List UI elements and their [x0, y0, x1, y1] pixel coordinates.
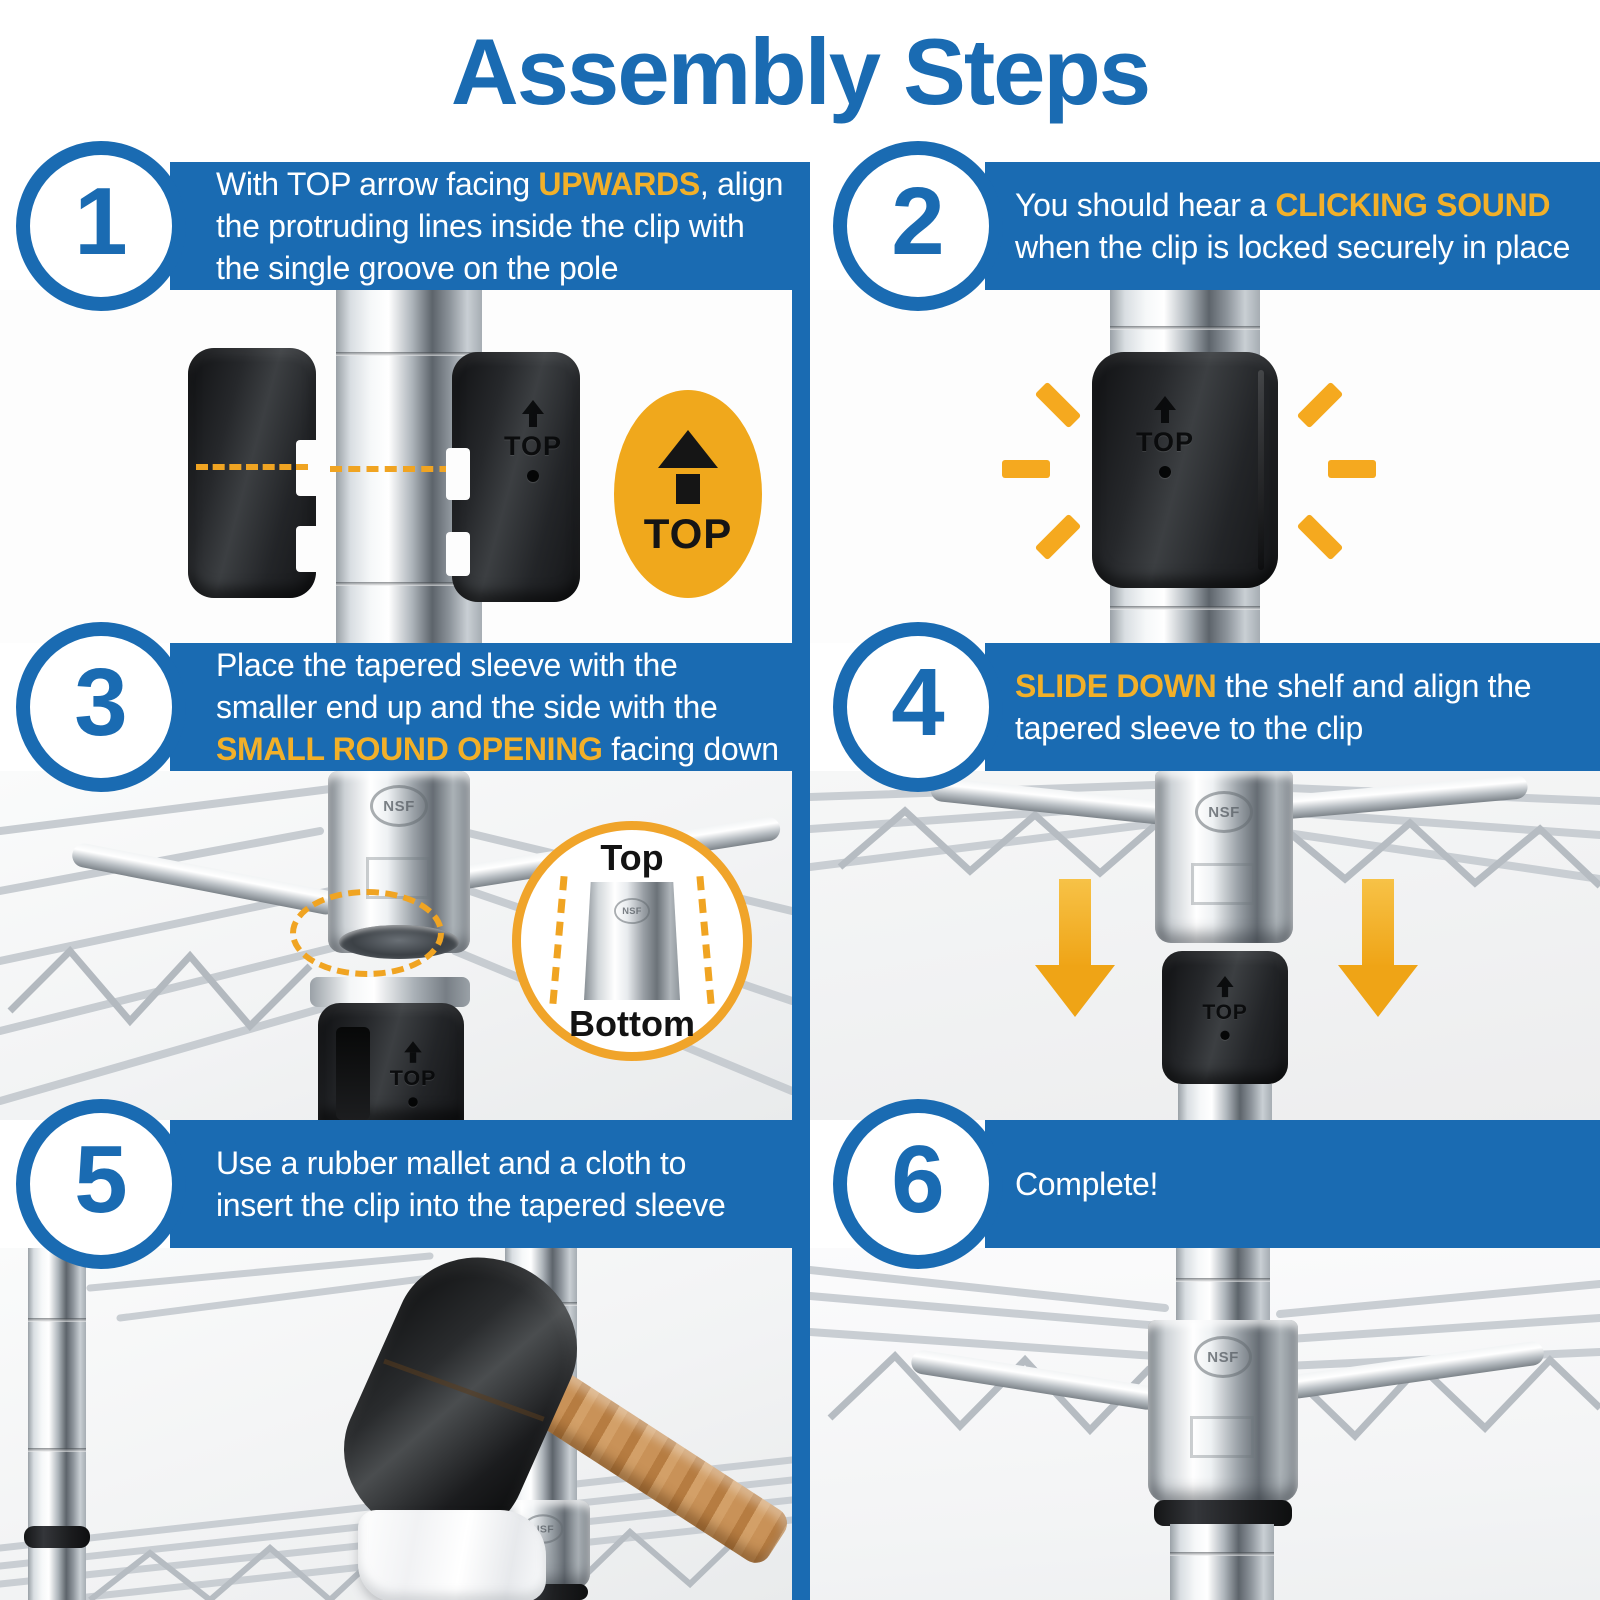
step2-photo: TOP	[810, 290, 1600, 643]
step5-photo: NSF	[0, 1248, 792, 1600]
step1-photo: TOP TOP	[0, 290, 792, 643]
clip-top-marking: TOP	[1136, 396, 1194, 478]
sleeve-orientation-inset: Top NSF Bottom	[512, 821, 752, 1061]
nsf-stamp: NSF	[1195, 791, 1253, 833]
nsf-stamp: NSF	[614, 897, 650, 925]
step6-banner: Complete!	[985, 1120, 1600, 1248]
up-arrow-icon	[658, 430, 718, 468]
clip-top-marking: TOP	[1202, 976, 1247, 1040]
clip-on-pole: TOP	[318, 1003, 464, 1120]
brand-logo-emboss	[1191, 863, 1255, 905]
step4-photo: NSF TOP	[810, 771, 1600, 1120]
pole-groove-dashed-line	[330, 466, 488, 472]
clip-align-dashed-line	[196, 464, 308, 470]
slide-down-arrow-right	[1338, 879, 1418, 1019]
clip-on-pole: TOP	[1162, 951, 1288, 1084]
cloth	[358, 1510, 546, 1600]
page-title: Assembly Steps	[450, 19, 1151, 124]
pole-graphic-left	[24, 1248, 90, 1600]
step6-instruction: Complete!	[1015, 1166, 1159, 1202]
column-divider	[792, 162, 810, 1600]
step5-number-badge: 5	[16, 1099, 186, 1269]
step6-number-badge: 6	[833, 1099, 1003, 1269]
click-sound-marks-right	[1296, 381, 1376, 561]
step3-number-badge: 3	[16, 622, 186, 792]
pole-graphic-top	[1176, 1248, 1270, 1326]
clip-left-half	[188, 348, 322, 598]
top-direction-badge: TOP	[614, 390, 762, 598]
clip-chrome-cap	[310, 977, 470, 1007]
nsf-stamp: NSF	[370, 785, 428, 827]
step2-number-badge: 2	[833, 141, 1003, 311]
tapered-sleeve: NSF	[1155, 771, 1293, 943]
wire-shelf-graphic	[810, 1266, 1600, 1442]
inset-sleeve-graphic: NSF	[584, 882, 680, 1000]
step6-photo: NSF	[810, 1248, 1600, 1600]
inset-top-label: Top	[600, 837, 664, 878]
pole-graphic	[1178, 1084, 1272, 1120]
step3-photo: NSF TOP Top NSF Bottom	[0, 771, 792, 1120]
clip-top-marking: TOP	[390, 1041, 436, 1107]
taper-guide-left	[549, 875, 568, 1005]
brand-logo-emboss	[1190, 1416, 1254, 1458]
slide-down-arrow-left	[1035, 879, 1115, 1019]
nsf-stamp: NSF	[1194, 1336, 1252, 1378]
assembled-sleeve: NSF	[1148, 1320, 1298, 1502]
opening-highlight-dashed-circle	[290, 889, 444, 977]
step1-number-badge: 1	[16, 141, 186, 311]
clip-bottom-edge	[1154, 1500, 1292, 1526]
click-sound-marks-left	[1002, 381, 1082, 561]
pole-graphic-bottom	[1170, 1524, 1274, 1600]
clip-top-marking: TOP	[504, 400, 562, 482]
clip-right-half: TOP	[446, 352, 580, 602]
step4-number-badge: 4	[833, 622, 1003, 792]
locked-clip: TOP	[1092, 352, 1278, 588]
taper-guide-right	[696, 875, 715, 1005]
inset-bottom-label: Bottom	[569, 1003, 695, 1044]
